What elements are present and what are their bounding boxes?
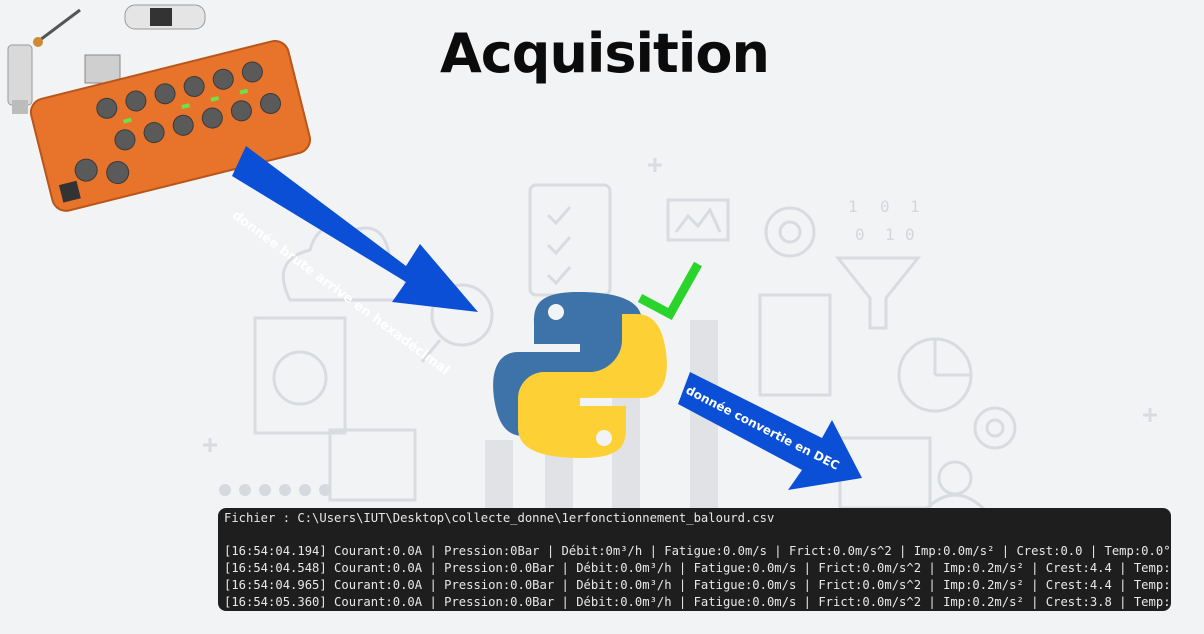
console-file-path: Fichier : C:\Users\IUT\Desktop\collecte_… <box>224 511 775 525</box>
svg-text:1: 1 <box>910 197 920 216</box>
io-link-master-module-icon <box>7 4 311 212</box>
svg-text:1: 1 <box>848 197 858 216</box>
console-row: [16:54:05.360] Courant:0.0A | Pression:0… <box>224 595 1171 609</box>
input-arrow <box>232 146 478 312</box>
checkmark-icon <box>637 261 702 321</box>
console-row: [16:54:04.548] Courant:0.0A | Pression:0… <box>224 561 1171 575</box>
svg-text:1: 1 <box>885 225 895 244</box>
output-arrow <box>678 372 862 490</box>
page-title: Acquisition <box>440 22 770 85</box>
svg-text:0: 0 <box>880 197 890 216</box>
console-spacer <box>224 527 1165 543</box>
console-output: Fichier : C:\Users\IUT\Desktop\collecte_… <box>218 508 1171 611</box>
svg-text:0: 0 <box>855 225 865 244</box>
console-row: [16:54:04.194] Courant:0.0A | Pression:0… <box>224 544 1171 558</box>
svg-text:0: 0 <box>905 225 915 244</box>
python-logo-icon <box>493 292 667 458</box>
console-row: [16:54:04.965] Courant:0.0A | Pression:0… <box>224 578 1171 592</box>
